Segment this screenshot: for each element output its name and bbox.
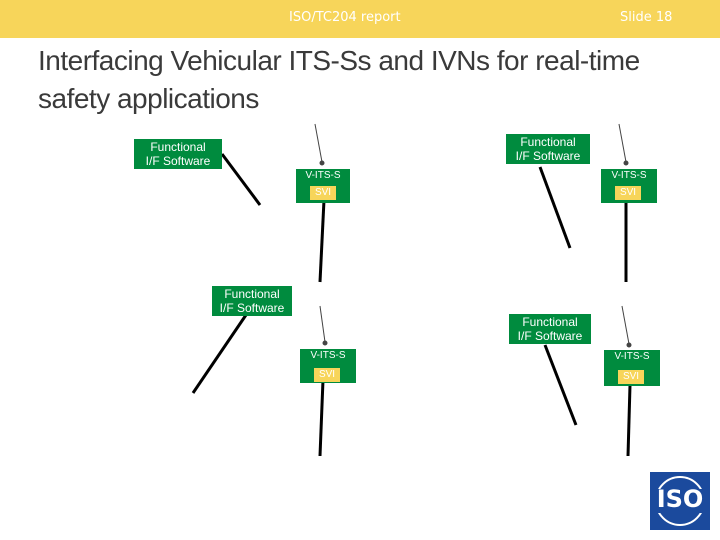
station-label: V-ITS-S [614, 351, 650, 362]
connector-line [220, 153, 262, 206]
connector-line [318, 379, 325, 457]
svi-label: SVI [314, 368, 340, 382]
functional-software-box: Functional I/F Software [134, 139, 222, 169]
vits-station: V-ITS-S SVI [601, 169, 657, 203]
station-label: V-ITS-S [310, 350, 346, 361]
antenna-icon [618, 123, 627, 163]
antenna-icon [621, 305, 630, 345]
antenna-icon [314, 123, 323, 163]
logo-text: ISO [656, 485, 704, 513]
antenna-icon [319, 305, 326, 343]
functional-software-box: Functional I/F Software [212, 286, 292, 316]
header-bar: ISO/TC204 report Slide 18 [0, 0, 720, 38]
svi-label: SVI [310, 186, 336, 200]
functional-software-box: Functional I/F Software [509, 314, 591, 344]
connector-line [538, 166, 572, 249]
svi-label: SVI [618, 370, 644, 384]
connector-line [543, 344, 578, 426]
vits-station: V-ITS-S SVI [300, 349, 356, 383]
slide-title: Interfacing Vehicular ITS-Ss and IVNs fo… [38, 45, 640, 114]
report-title: ISO/TC204 report [289, 10, 401, 25]
connector-line [318, 199, 326, 283]
vits-station: V-ITS-S SVI [296, 169, 350, 203]
connector-line [191, 311, 250, 394]
functional-software-box: Functional I/F Software [506, 134, 590, 164]
vits-station: V-ITS-S SVI [604, 350, 660, 386]
connector-line [626, 384, 632, 457]
slide-number: Slide 18 [620, 10, 673, 25]
iso-logo: ISO [650, 472, 710, 530]
station-label: V-ITS-S [611, 170, 647, 181]
station-label: V-ITS-S [305, 170, 341, 181]
svi-label: SVI [615, 186, 641, 200]
